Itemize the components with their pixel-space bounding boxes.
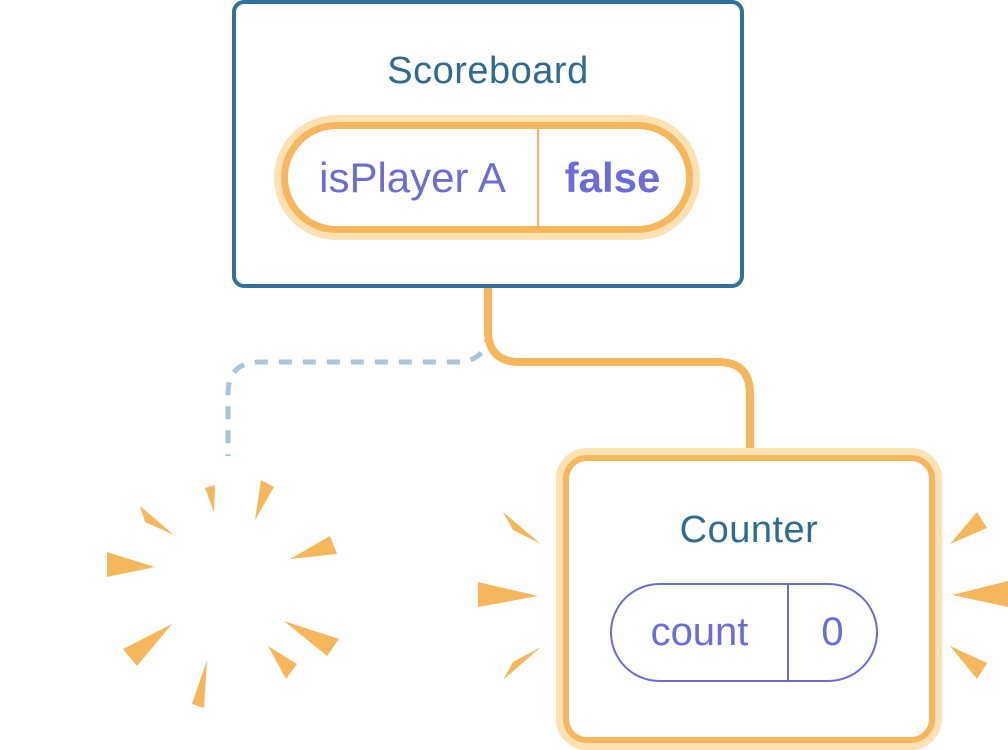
explosion-burst-icon (107, 480, 339, 708)
counter-state-label: count (650, 610, 749, 654)
scoreboard-card: Scoreboard isPlayer A false (232, 0, 744, 288)
scoreboard-state-pill: isPlayer A false (281, 122, 693, 233)
pill-divider (787, 585, 789, 680)
scoreboard-title: Scoreboard (387, 50, 589, 92)
scoreboard-state-value: false (564, 153, 661, 201)
counter-state-pill: count 0 (610, 583, 878, 682)
dashed-connector (225, 329, 491, 456)
emphasis-burst-icon (478, 512, 1008, 680)
pill-divider (537, 129, 539, 226)
counter-state-value: 0 (821, 610, 844, 654)
scoreboard-state-label: isPlayer A (319, 153, 506, 201)
counter-card: Counter count 0 (563, 455, 935, 743)
active-connector (484, 287, 754, 459)
destroyed-card (86, 458, 366, 738)
counter-title: Counter (679, 509, 819, 551)
